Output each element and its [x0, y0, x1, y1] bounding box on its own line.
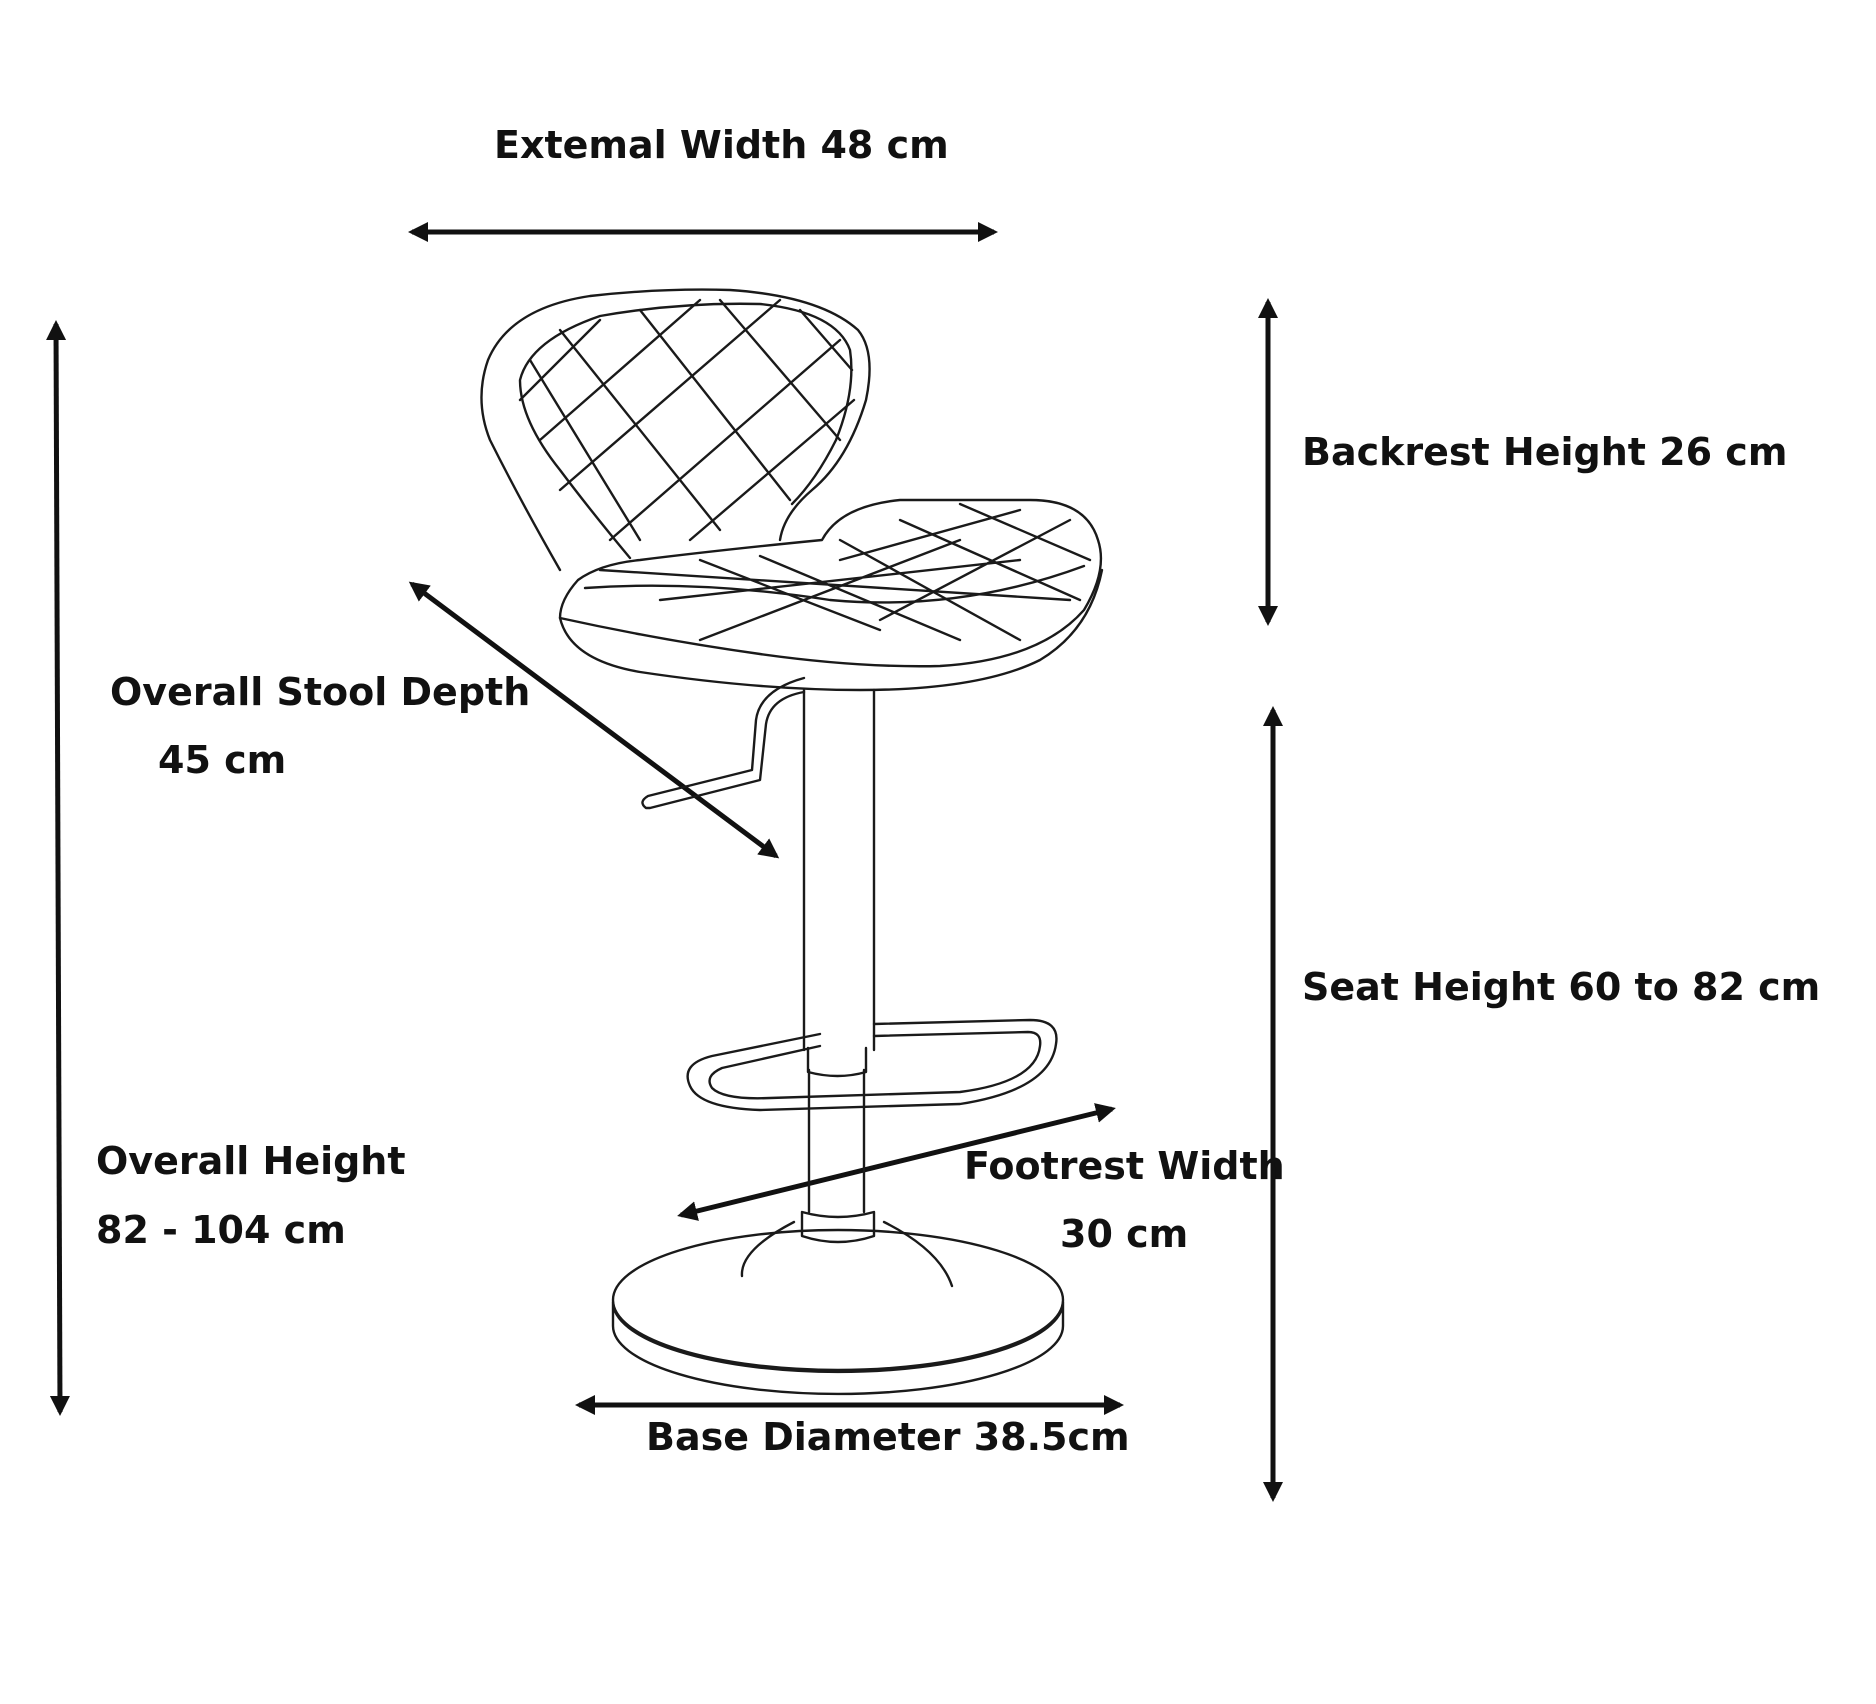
- footrest-width-title: Footrest Width: [964, 1144, 1285, 1188]
- stool-depth-arrow: [408, 581, 780, 859]
- base-diameter-label: Base Diameter 38.5cm: [646, 1415, 1130, 1459]
- stool-depth-title: Overall Stool Depth: [110, 670, 530, 714]
- external-width-label: Extemal Width 48 cm: [494, 123, 949, 167]
- backrest-height-label: Backrest Height 26 cm: [1302, 430, 1787, 474]
- overall-height-arrow: [46, 320, 70, 1416]
- bar-stool-illustration: [480, 288, 1104, 1396]
- overall-height-value: 82 - 104 cm: [96, 1208, 346, 1252]
- stool-depth-value: 45 cm: [158, 738, 286, 782]
- footrest-width-value: 30 cm: [1060, 1212, 1188, 1256]
- footrest-width-arrow: [677, 1103, 1116, 1221]
- seat-height-label: Seat Height 60 to 82 cm: [1302, 965, 1820, 1009]
- overall-height-title: Overall Height: [96, 1139, 406, 1183]
